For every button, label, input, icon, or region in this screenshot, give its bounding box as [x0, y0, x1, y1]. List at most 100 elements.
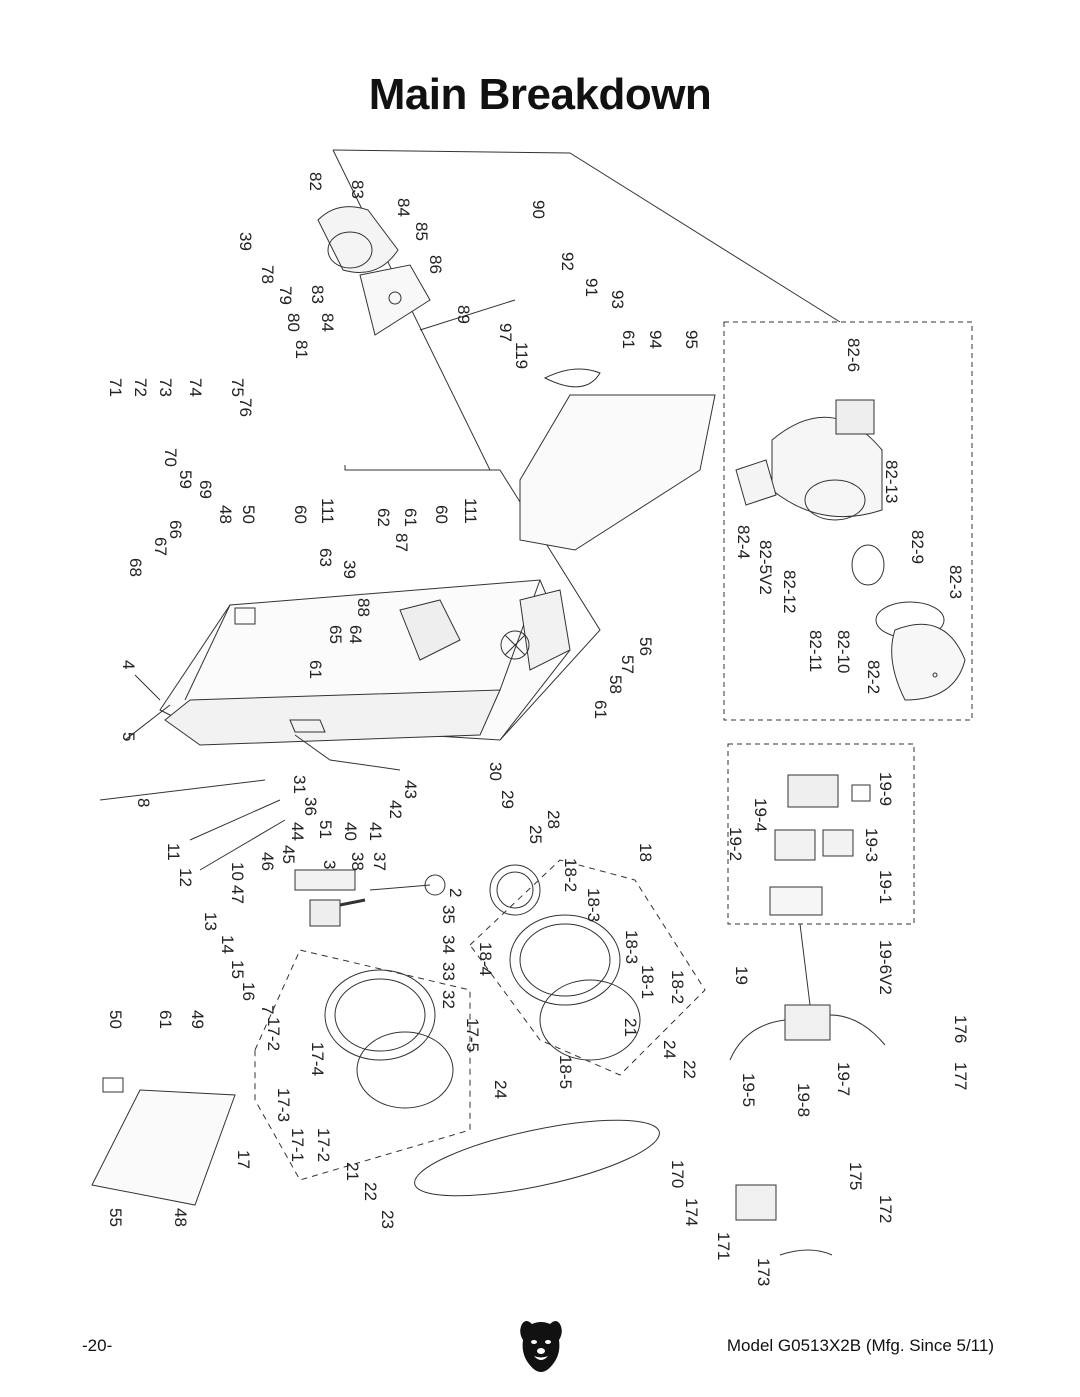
part-label: 42: [386, 800, 405, 819]
part-label: 38: [348, 852, 367, 871]
part-label: 60: [432, 505, 451, 524]
part-label: 30: [486, 762, 505, 781]
part-label: 4: [119, 660, 138, 669]
part-label: 17: [234, 1150, 253, 1169]
page-title: Main Breakdown: [368, 70, 712, 119]
part-label: 7: [258, 1005, 277, 1014]
part-label: 19-7: [834, 1062, 853, 1096]
part-label: 66: [166, 520, 185, 539]
part-label: 47: [228, 885, 247, 904]
part-label: 85: [412, 222, 431, 241]
part-label: 86: [426, 255, 445, 274]
part-label: 21: [621, 1018, 640, 1037]
part-label: 173: [754, 1258, 773, 1286]
part-label: 36: [301, 797, 320, 816]
part-label: 51: [316, 820, 335, 839]
part-label: 18-2: [561, 858, 580, 892]
part-label: 18-4: [476, 942, 495, 976]
part-label: 18-1: [638, 965, 657, 999]
part-label: 62: [374, 508, 393, 527]
part-label: 29: [498, 790, 517, 809]
part-label: 12: [176, 868, 195, 887]
part-label: 70: [161, 448, 180, 467]
part-label: 82-12: [780, 570, 799, 613]
part-label: 24: [660, 1040, 679, 1059]
part-label: 19: [732, 966, 751, 985]
part-label: 72: [131, 378, 150, 397]
part-label: 79: [276, 286, 295, 305]
part-label: 17-2: [314, 1128, 333, 1162]
part-label: 82-9: [908, 530, 927, 564]
part-label: 5: [119, 732, 138, 741]
part-label: 10: [228, 862, 247, 881]
part-label: 32: [439, 990, 458, 1009]
page-number: -20-: [82, 1336, 113, 1355]
part-label: 46: [258, 852, 277, 871]
part-label: 19-9: [876, 772, 895, 806]
part-label: 15: [228, 960, 247, 979]
part-label: 19-4: [751, 798, 770, 832]
part-label: 64: [346, 625, 365, 644]
part-label: 88: [354, 598, 373, 617]
part-label: 33: [439, 962, 458, 981]
part-label: 34: [439, 935, 458, 954]
part-label: 92: [558, 252, 577, 271]
part-label: 3: [320, 860, 339, 869]
part-label: 84: [394, 198, 413, 217]
part-label: 59: [176, 470, 195, 489]
part-label: 18-5: [556, 1055, 575, 1089]
part-label: 60: [291, 505, 310, 524]
part-label: 50: [239, 505, 258, 524]
part-label: 177: [951, 1062, 970, 1090]
part-label: 119: [512, 342, 531, 369]
part-label: 48: [216, 505, 235, 524]
part-label: 18-3: [584, 888, 603, 922]
part-label: 50: [106, 1010, 125, 1029]
part-label: 82-4: [734, 525, 753, 559]
part-label: 43: [401, 780, 420, 799]
part-label: 82-11: [806, 630, 825, 672]
part-label: 19-5: [739, 1073, 758, 1107]
part-label: 82: [306, 172, 325, 191]
part-label: 69: [196, 480, 215, 499]
part-label: 40: [341, 822, 360, 841]
part-label: 76: [236, 398, 255, 417]
part-label: 61: [306, 660, 325, 679]
part-label: 111: [318, 498, 337, 524]
part-label: 87: [392, 533, 411, 552]
part-label: 63: [316, 548, 335, 567]
part-label: 8: [134, 798, 153, 807]
part-label: 16: [239, 982, 258, 1001]
part-label: 61: [591, 700, 610, 719]
part-label: 91: [582, 278, 601, 297]
part-label: 172: [876, 1195, 895, 1223]
part-label: 95: [682, 330, 701, 349]
part-label: 90: [529, 200, 548, 219]
part-label: 35: [439, 905, 458, 924]
part-label: 175: [846, 1162, 865, 1190]
part-label: 44: [288, 822, 307, 841]
part-label: 14: [218, 935, 237, 954]
part-label: 17-2: [264, 1017, 283, 1051]
part-label: 61: [619, 330, 638, 349]
part-label: 55: [106, 1208, 125, 1227]
part-label: 93: [608, 290, 627, 309]
part-label: 170: [668, 1160, 687, 1188]
part-label: 39: [236, 232, 255, 251]
part-label: 19-6V2: [876, 940, 895, 995]
part-label: 78: [258, 265, 277, 284]
part-label: 74: [186, 378, 205, 397]
part-label: 89: [454, 305, 473, 324]
part-label: 82-3: [946, 565, 965, 599]
part-label: 61: [401, 508, 420, 527]
part-label: 41: [366, 822, 385, 841]
part-label: 57: [618, 655, 637, 674]
part-label: 31: [290, 775, 309, 794]
part-label: 24: [491, 1080, 510, 1099]
part-label: 21: [343, 1162, 362, 1181]
part-label: 97: [496, 323, 515, 342]
part-label: 19-8: [794, 1083, 813, 1117]
grizzly-bear-head-icon: [520, 1321, 562, 1372]
part-label: 11: [164, 843, 183, 861]
part-label: 19-1: [876, 870, 895, 904]
